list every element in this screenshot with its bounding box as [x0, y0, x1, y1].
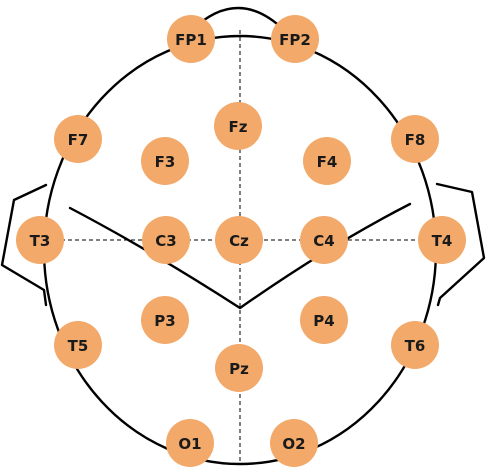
electrode: F7	[54, 115, 102, 163]
electrode-label: F7	[68, 131, 89, 149]
electrode-circle	[300, 296, 348, 344]
electrode-label: FP1	[175, 31, 207, 49]
left-ear-outline	[0, 183, 48, 307]
electrode-label: F4	[317, 153, 338, 171]
electrode-label: T3	[30, 232, 51, 250]
electrode: P3	[141, 296, 189, 344]
electrode-circle	[270, 419, 318, 467]
electrode-circle	[141, 137, 189, 185]
electrode: F4	[303, 137, 351, 185]
electrode-circle	[418, 216, 466, 264]
electrode-label: Fz	[229, 118, 248, 136]
electrode: F8	[391, 115, 439, 163]
electrode: T3	[16, 216, 64, 264]
electrode-circle	[167, 15, 215, 63]
electrode: T4	[418, 216, 466, 264]
electrode-circle	[166, 419, 214, 467]
electrode-label: T6	[405, 337, 426, 355]
electrode: O2	[270, 419, 318, 467]
electrode-circle	[54, 321, 102, 369]
electrode-circle	[215, 344, 263, 392]
electrode-circle	[215, 216, 263, 264]
electrode-label: C3	[155, 232, 176, 250]
electrode-label: O2	[282, 435, 305, 453]
electrode-circle	[391, 321, 439, 369]
electrode-circle	[271, 15, 319, 63]
electrode-label: O1	[178, 435, 201, 453]
electrode: Pz	[215, 344, 263, 392]
electrode: C3	[142, 216, 190, 264]
electrode-label: T4	[432, 232, 453, 250]
inner-contour	[68, 202, 412, 310]
electrode: C4	[300, 216, 348, 264]
electrode-circle	[300, 216, 348, 264]
electrode-label: FP2	[279, 31, 311, 49]
electrode-circle	[391, 115, 439, 163]
electrode: F3	[141, 137, 189, 185]
electrode-circle	[303, 137, 351, 185]
right-ear-outline	[435, 182, 486, 307]
electrode: FP1	[167, 15, 215, 63]
electrode-label: T5	[68, 337, 89, 355]
electrode: T6	[391, 321, 439, 369]
electrode-circle	[141, 296, 189, 344]
electrode-circle	[214, 102, 262, 150]
electrode: Fz	[214, 102, 262, 150]
electrode: FP2	[271, 15, 319, 63]
electrode: O1	[166, 419, 214, 467]
electrode-label: Cz	[229, 232, 249, 250]
electrode: P4	[300, 296, 348, 344]
electrode-circle	[54, 115, 102, 163]
electrode: T5	[54, 321, 102, 369]
electrode-label: C4	[313, 232, 334, 250]
electrode-circle	[142, 216, 190, 264]
electrode-label: P3	[154, 312, 175, 330]
electrode-label: F8	[405, 131, 426, 149]
electrode-label: P4	[313, 312, 334, 330]
electrode-label: Pz	[229, 360, 249, 378]
electrode: Cz	[215, 216, 263, 264]
electrode-circle	[16, 216, 64, 264]
electrode-label: F3	[155, 153, 176, 171]
